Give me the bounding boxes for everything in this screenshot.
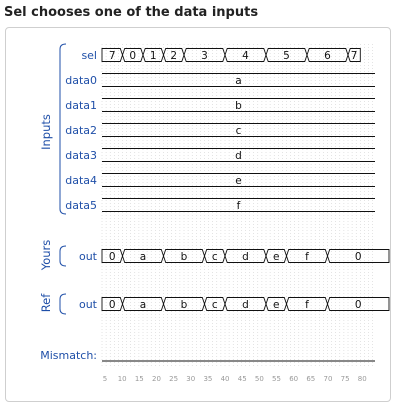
bus-value: 7 (109, 50, 116, 62)
bus-value: 7 (351, 50, 358, 62)
bus-value: a (140, 251, 146, 263)
signal-label-out-ref: out (79, 298, 98, 311)
signal-label-data3: data3 (65, 149, 97, 162)
bus-value: 5 (283, 50, 290, 62)
bus-value: d (235, 150, 242, 162)
bus-value: c (236, 125, 242, 137)
bus-value: 6 (324, 50, 331, 62)
bus-value: 4 (242, 50, 249, 62)
wave-out-ref: 0 a b c d e f 0 (101, 297, 390, 311)
signal-label-data2: data2 (65, 124, 97, 137)
bus-segment (327, 297, 390, 311)
signal-groups: Inputs Yours Ref (39, 114, 53, 312)
time-axis: 5 10 15 20 25 30 35 40 45 50 55 60 65 70 75 80 (103, 375, 367, 383)
tick-label: 65 (306, 375, 315, 383)
bus-value: 0 (355, 251, 362, 263)
tick-label: 55 (272, 375, 281, 383)
tick-label: 40 (221, 375, 230, 383)
wave-data5: f (102, 198, 375, 212)
page-title: Sel chooses one of the data inputs (4, 5, 259, 20)
tick-label: 20 (152, 375, 161, 383)
bus-value: f (305, 251, 309, 263)
bus-value: c (212, 251, 218, 263)
tick-label: 45 (238, 375, 247, 383)
signal-label-data5: data5 (65, 199, 97, 212)
signal-label-out-yours: out (79, 250, 98, 263)
bus-value: 1 (150, 50, 157, 62)
bus-value: 0 (355, 299, 362, 311)
tick-label: 15 (135, 375, 144, 383)
signal-label-data1: data1 (65, 99, 97, 112)
bus-value: b (181, 251, 188, 263)
signal-label-data4: data4 (65, 174, 97, 187)
tick-label: 75 (341, 375, 350, 383)
signal-label-data0: data0 (65, 74, 97, 87)
bus-value: d (242, 251, 249, 263)
bus-value: a (140, 299, 146, 311)
tick-label: 60 (289, 375, 298, 383)
tick-label: 70 (323, 375, 332, 383)
wave-data4: e (102, 173, 375, 187)
wave-sel: 7 0 1 2 3 4 5 6 7 (101, 48, 361, 62)
wave-data2: c (102, 123, 375, 137)
bus-value: 0 (129, 50, 136, 62)
bus-value: a (235, 75, 241, 87)
bus-value: e (273, 299, 279, 311)
bracket-yours (59, 245, 67, 267)
bus-value: 0 (109, 299, 116, 311)
bus-value: 3 (201, 50, 208, 62)
tick-label: 50 (255, 375, 264, 383)
bus-segment (327, 249, 390, 263)
bus-value: 0 (109, 251, 116, 263)
bus-segment (347, 48, 361, 62)
bracket-inputs (59, 43, 67, 215)
bus-value: b (181, 299, 188, 311)
signal-label-sel: sel (81, 49, 97, 62)
bus-value: d (242, 299, 249, 311)
wave-out-yours: 0 a b c d e f 0 (101, 249, 390, 263)
group-label-ref: Ref (39, 293, 53, 313)
bus-value: e (235, 175, 241, 187)
wave-data3: d (102, 148, 375, 162)
tick-label: 35 (203, 375, 212, 383)
bracket-ref (59, 293, 67, 315)
tick-label: 25 (169, 375, 178, 383)
signal-label-mismatch: Mismatch: (40, 349, 97, 362)
grid-layer (59, 43, 373, 368)
bus-value: e (273, 251, 279, 263)
bus-value: c (212, 299, 218, 311)
signal-waves: 7 0 1 2 3 4 5 6 7 a b c d e f 0 a b c d e f 0 0 a b c d e f 0 (101, 48, 390, 362)
wave-data1: b (102, 98, 375, 112)
waveform-panel (5, 27, 391, 402)
tick-label: 10 (118, 375, 127, 383)
tick-label: 5 (103, 375, 107, 383)
tick-label: 30 (186, 375, 195, 383)
group-label-inputs: Inputs (39, 114, 53, 150)
bus-value: 2 (170, 50, 177, 62)
tick-label: 80 (358, 375, 367, 383)
bus-value: f (305, 299, 309, 311)
wave-data0: a (102, 73, 375, 87)
bus-value: f (237, 200, 241, 212)
bus-value: b (235, 100, 242, 112)
signal-labels: sel data0 data1 data2 data3 data4 data5 out outM… (40, 49, 97, 362)
group-label-yours: Yours (39, 240, 53, 272)
